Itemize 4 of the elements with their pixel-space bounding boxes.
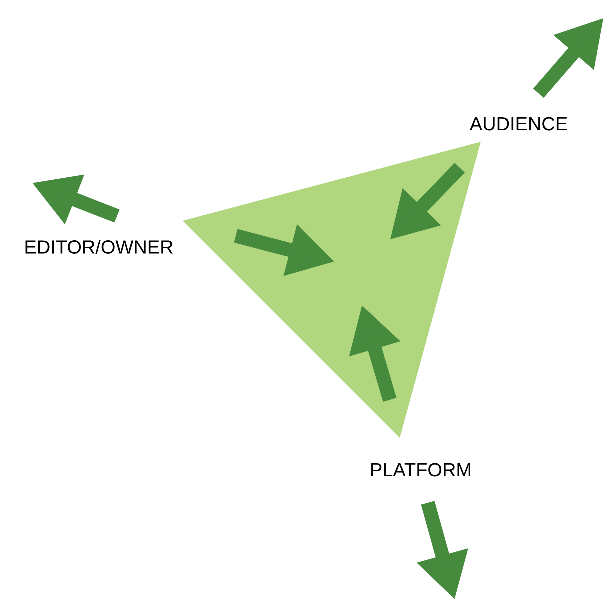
text-label: EDITOR/OWNER: [26, 240, 173, 254]
triangle: [183, 142, 481, 438]
text-label: PLATFORM: [372, 463, 470, 477]
text-label: AUDIENCE: [470, 117, 568, 131]
